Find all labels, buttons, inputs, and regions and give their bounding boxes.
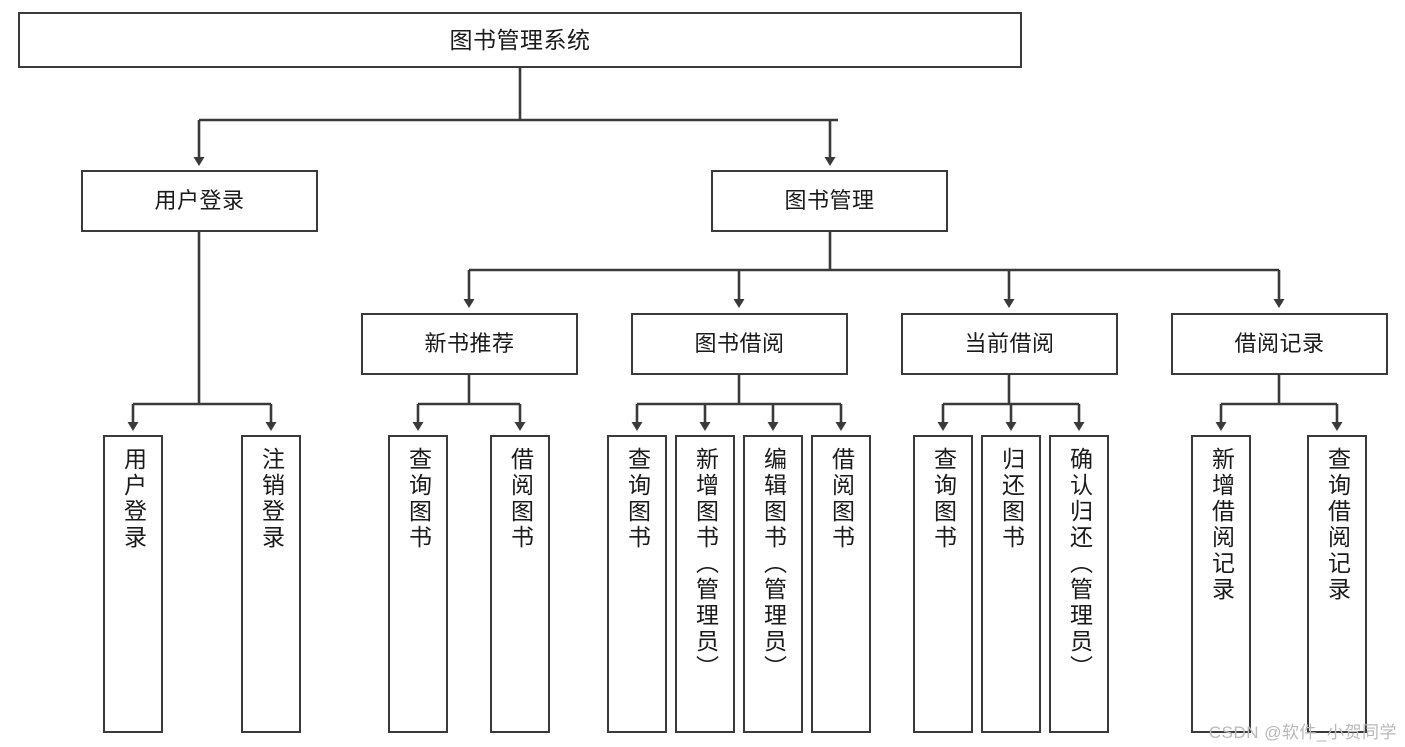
node-leaf-query-book-3-label: 查询图书: [930, 447, 957, 551]
node-leaf-user-logout[interactable]: 注销登录: [241, 435, 301, 733]
node-current-borrow[interactable]: 当前借阅: [901, 313, 1118, 375]
node-leaf-add-book-label: 新增图书（管理员）: [692, 447, 719, 681]
node-book-manage[interactable]: 图书管理: [711, 170, 948, 232]
node-book-borrow[interactable]: 图书借阅: [631, 313, 848, 375]
node-leaf-query-book-3[interactable]: 查询图书: [913, 435, 973, 733]
node-leaf-confirm-return[interactable]: 确认归还（管理员）: [1049, 435, 1109, 733]
node-borrow-record[interactable]: 借阅记录: [1171, 313, 1388, 375]
node-root[interactable]: 图书管理系统: [18, 12, 1022, 68]
node-leaf-borrow-book-2-label: 借阅图书: [828, 447, 855, 551]
node-leaf-edit-book-label: 编辑图书（管理员）: [760, 447, 787, 681]
node-leaf-return-book-label: 归还图书: [998, 447, 1025, 551]
node-leaf-user-login[interactable]: 用户登录: [103, 435, 163, 733]
node-book-borrow-label: 图书借阅: [694, 331, 785, 357]
node-leaf-query-record[interactable]: 查询借阅记录: [1307, 435, 1367, 733]
node-user-login-label: 用户登录: [154, 188, 245, 214]
node-new-book-rec-label: 新书推荐: [424, 331, 515, 357]
node-borrow-record-label: 借阅记录: [1234, 331, 1325, 357]
node-root-label: 图书管理系统: [449, 26, 591, 53]
node-leaf-borrow-book-2[interactable]: 借阅图书: [811, 435, 871, 733]
node-leaf-add-record[interactable]: 新增借阅记录: [1191, 435, 1251, 733]
node-leaf-borrow-book-1-label: 借阅图书: [507, 447, 534, 551]
node-leaf-query-record-label: 查询借阅记录: [1324, 447, 1351, 603]
node-leaf-add-book[interactable]: 新增图书（管理员）: [675, 435, 735, 733]
node-current-borrow-label: 当前借阅: [964, 331, 1055, 357]
node-leaf-query-book-2[interactable]: 查询图书: [607, 435, 667, 733]
node-leaf-user-logout-label: 注销登录: [258, 447, 285, 551]
node-leaf-query-book-1[interactable]: 查询图书: [388, 435, 448, 733]
node-leaf-return-book[interactable]: 归还图书: [981, 435, 1041, 733]
node-leaf-borrow-book-1[interactable]: 借阅图书: [490, 435, 550, 733]
node-new-book-rec[interactable]: 新书推荐: [361, 313, 578, 375]
node-leaf-query-book-1-label: 查询图书: [405, 447, 432, 551]
node-leaf-query-book-2-label: 查询图书: [624, 447, 651, 551]
node-leaf-edit-book[interactable]: 编辑图书（管理员）: [743, 435, 803, 733]
node-user-login[interactable]: 用户登录: [81, 170, 318, 232]
node-leaf-confirm-return-label: 确认归还（管理员）: [1066, 447, 1093, 681]
watermark-text: CSDN @软件_小贺同学: [1208, 723, 1397, 742]
node-leaf-user-login-label: 用户登录: [120, 447, 147, 551]
node-leaf-add-record-label: 新增借阅记录: [1208, 447, 1235, 603]
node-book-manage-label: 图书管理: [784, 188, 875, 214]
